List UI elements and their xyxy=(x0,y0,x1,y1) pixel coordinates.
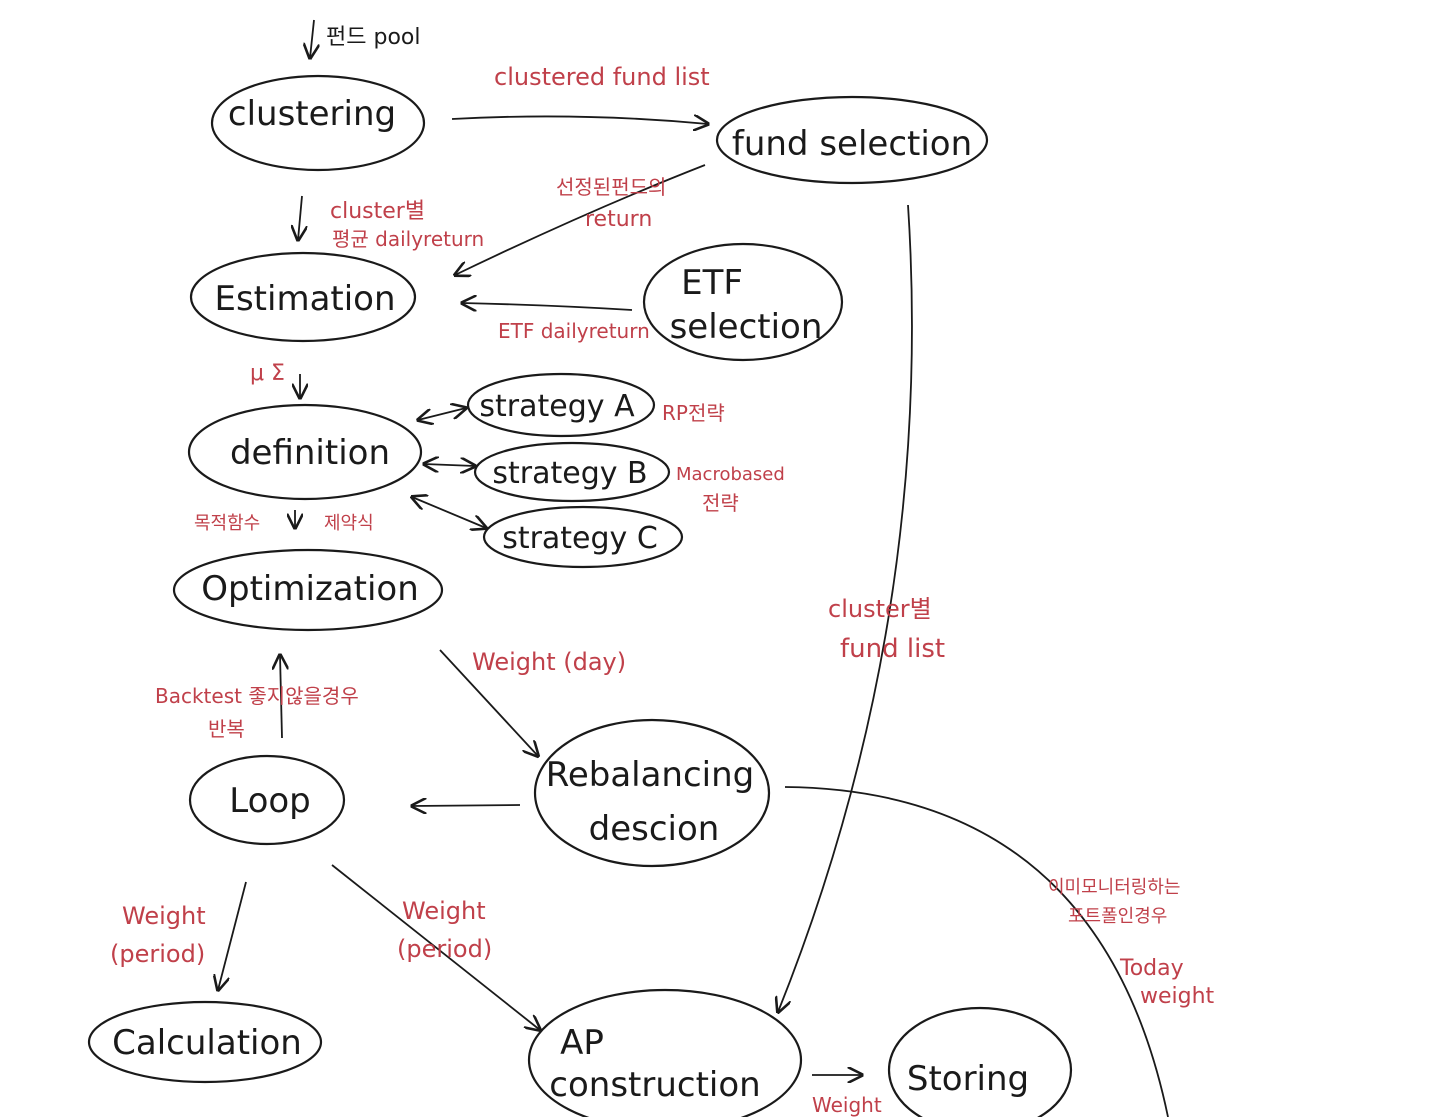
annotation-selected-fund-return-2: return xyxy=(585,207,652,232)
annotation-macro-strategy-1: Macrobased xyxy=(676,464,785,485)
node-optimization-label: Optimization xyxy=(201,569,419,609)
node-fund-selection-label: fund selection xyxy=(732,124,972,164)
annotation-etf-daily-return: ETF dailyreturn xyxy=(498,319,650,343)
node-loop-label: Loop xyxy=(229,781,311,821)
annotation-backtest-2: 반복 xyxy=(208,717,245,741)
node-ap-construction: AP construction xyxy=(527,988,803,1117)
annotation-backtest-1: Backtest 좋지않을경우 xyxy=(155,684,359,708)
node-etf-selection-label-1: ETF xyxy=(681,263,743,303)
annotation-macro-strategy-2: 전략 xyxy=(702,491,739,515)
node-strategy-b-label: strategy B xyxy=(492,456,647,491)
node-definition-label: definition xyxy=(230,433,390,473)
node-etf-selection-label-2: selection xyxy=(670,307,823,347)
node-clustering-label: clustering xyxy=(228,94,396,134)
node-strategy-c: strategy C xyxy=(482,505,684,569)
node-ap-label-1: AP xyxy=(560,1023,604,1063)
node-ap-label-2: construction xyxy=(549,1065,760,1105)
node-fund-selection: fund selection xyxy=(715,95,989,185)
edge-fund-selection-to-estimation xyxy=(455,164,706,275)
edge-definition-strategy-a xyxy=(418,408,466,420)
edge-rebalancing-to-today-weight xyxy=(784,786,1169,1117)
node-strategy-a-label: strategy A xyxy=(479,389,635,424)
node-definition: definition xyxy=(187,403,423,501)
node-rebalancing-label-1: Rebalancing xyxy=(546,755,755,795)
node-estimation-label: Estimation xyxy=(214,279,395,319)
annotation-weight-day: Weight (day) xyxy=(472,648,626,676)
node-optimization: Optimization xyxy=(172,548,444,632)
annotation-fund-pool: 펀드 pool xyxy=(326,25,420,50)
annotation-weight-bottom: Weight xyxy=(812,1093,882,1117)
edge-loop-to-ap-construction xyxy=(331,864,540,1030)
node-calculation-label: Calculation xyxy=(112,1023,302,1063)
edge-clustering-to-fund-selection xyxy=(451,116,708,124)
node-storing-label: Storing xyxy=(907,1059,1029,1099)
node-loop: Loop xyxy=(188,754,346,846)
node-etf-selection: ETF selection xyxy=(642,242,844,362)
edge-fund-selection-to-ap-construction xyxy=(778,204,913,1012)
edge-rebalancing-to-loop xyxy=(412,805,521,806)
annotation-weight-period-left-2: (period) xyxy=(110,940,205,968)
annotation-mu-sigma: μ Σ xyxy=(250,361,285,386)
annotation-today-weight-1: Today xyxy=(1119,956,1184,981)
annotation-monitoring-2: 포트폴인경우 xyxy=(1068,906,1167,927)
annotation-weight-period-mid-1: Weight xyxy=(402,897,486,925)
node-calculation: Calculation xyxy=(87,1000,323,1084)
edge-definition-strategy-c xyxy=(412,497,486,528)
annotation-today-weight-2: weight xyxy=(1140,984,1215,1009)
edge-optimization-to-rebalancing xyxy=(439,649,538,756)
annotation-cluster-fund-list-1: cluster별 xyxy=(828,595,932,623)
node-strategy-a: strategy A xyxy=(466,372,656,438)
edge-fund-pool-to-clustering xyxy=(310,19,314,58)
node-clustering: clustering xyxy=(210,74,426,172)
annotation-clustered-fund-list: clustered fund list xyxy=(494,63,710,91)
edge-definition-strategy-b xyxy=(424,464,475,466)
node-rebalancing-label-2: descion xyxy=(589,809,720,849)
edge-etf-selection-to-estimation xyxy=(462,303,633,310)
annotation-weight-period-left-1: Weight xyxy=(122,902,206,930)
node-strategy-c-label: strategy C xyxy=(502,521,658,556)
node-rebalancing-decision: Rebalancing descion xyxy=(533,718,771,868)
edge-loop-to-calculation xyxy=(218,881,247,990)
annotation-weight-period-mid-2: (period) xyxy=(397,935,492,963)
edge-loop-to-optimization xyxy=(280,655,282,739)
annotation-monitoring-1: 이미모니터링하는 xyxy=(1048,877,1180,898)
annotation-cluster-avg-return-1: cluster별 xyxy=(330,199,425,224)
node-estimation: Estimation xyxy=(189,251,417,343)
node-strategy-b: strategy B xyxy=(473,441,671,503)
annotation-rp-strategy: RP전략 xyxy=(662,401,725,425)
edge-clustering-to-estimation xyxy=(298,195,302,240)
annotation-cluster-avg-return-2: 평균 dailyreturn xyxy=(332,227,484,251)
annotation-cluster-fund-list-2: fund list xyxy=(840,634,945,664)
annotation-objective: 목적함수 xyxy=(194,513,260,534)
node-storing: Storing xyxy=(887,1006,1073,1117)
annotation-constraint: 제약식 xyxy=(324,513,374,534)
annotation-selected-fund-return-1: 선정된펀드의 xyxy=(556,175,666,199)
